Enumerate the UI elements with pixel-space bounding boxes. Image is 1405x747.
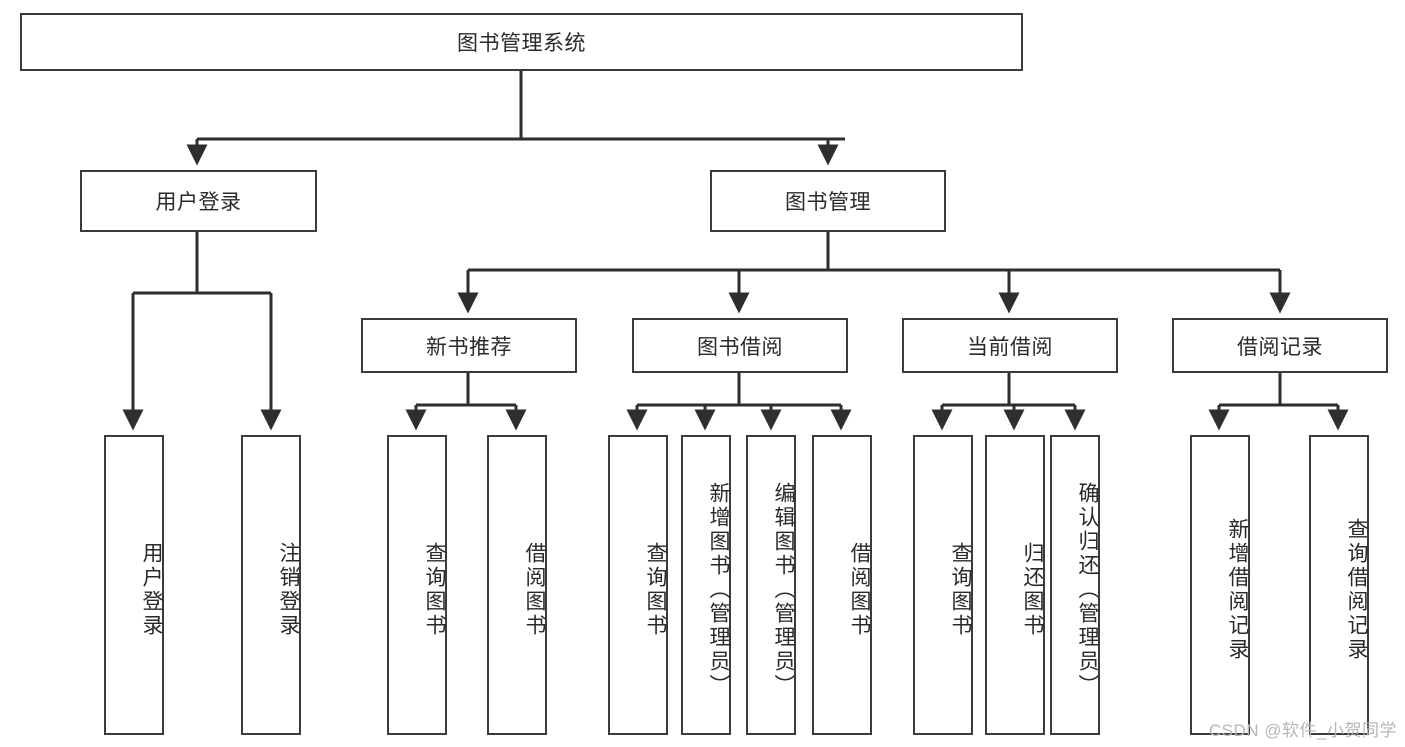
node-leaf-query-book-borrow-label: 查询图书 (644, 542, 667, 638)
node-leaf-borrow-book-label: 借阅图书 (848, 542, 871, 638)
node-leaf-user-logout-label: 注销登录 (277, 542, 300, 638)
node-leaf-query-book-recommend[interactable]: 查询图书 (387, 435, 447, 735)
node-new-book-recommend[interactable]: 新书推荐 (361, 318, 577, 373)
node-leaf-borrow-book[interactable]: 借阅图书 (812, 435, 872, 735)
node-leaf-edit-book-admin-label: 编辑图书（管理员） (772, 482, 795, 698)
node-root[interactable]: 图书管理系统 (20, 13, 1023, 71)
node-leaf-add-book-admin[interactable]: 新增图书（管理员） (681, 435, 731, 735)
node-borrow-record-label: 借阅记录 (1237, 335, 1323, 359)
node-current-borrow-label: 当前借阅 (967, 335, 1053, 359)
node-leaf-borrow-book-recommend-label: 借阅图书 (523, 542, 546, 638)
node-book-management-label: 图书管理 (785, 191, 871, 214)
node-leaf-user-login-label: 用户登录 (140, 542, 163, 638)
node-user-login[interactable]: 用户登录 (80, 170, 317, 232)
node-leaf-query-book-current-label: 查询图书 (949, 542, 972, 638)
node-leaf-borrow-book-recommend[interactable]: 借阅图书 (487, 435, 547, 735)
node-leaf-return-book[interactable]: 归还图书 (985, 435, 1045, 735)
node-current-borrow[interactable]: 当前借阅 (902, 318, 1118, 373)
node-leaf-query-borrow-record-label: 查询借阅记录 (1345, 518, 1368, 662)
node-leaf-edit-book-admin[interactable]: 编辑图书（管理员） (746, 435, 796, 735)
node-leaf-user-logout[interactable]: 注销登录 (241, 435, 301, 735)
node-book-borrow-label: 图书借阅 (697, 335, 783, 359)
node-leaf-query-book-current[interactable]: 查询图书 (913, 435, 973, 735)
node-leaf-query-borrow-record[interactable]: 查询借阅记录 (1309, 435, 1369, 735)
node-leaf-query-book-borrow[interactable]: 查询图书 (608, 435, 668, 735)
node-leaf-query-book-recommend-label: 查询图书 (423, 542, 446, 638)
node-book-borrow[interactable]: 图书借阅 (632, 318, 848, 373)
watermark-text: CSDN @软件_小贺同学 (1208, 721, 1397, 740)
node-leaf-return-book-label: 归还图书 (1021, 542, 1044, 638)
node-leaf-add-borrow-record-label: 新增借阅记录 (1226, 518, 1249, 662)
node-leaf-confirm-return-admin-label: 确认归还（管理员） (1076, 482, 1099, 698)
node-root-label: 图书管理系统 (457, 32, 586, 55)
node-user-login-label: 用户登录 (155, 191, 242, 214)
node-leaf-confirm-return-admin[interactable]: 确认归还（管理员） (1050, 435, 1100, 735)
node-new-book-recommend-label: 新书推荐 (426, 335, 512, 359)
node-leaf-user-login[interactable]: 用户登录 (104, 435, 164, 735)
node-leaf-add-book-admin-label: 新增图书（管理员） (707, 482, 730, 698)
node-leaf-add-borrow-record[interactable]: 新增借阅记录 (1190, 435, 1250, 735)
node-book-management[interactable]: 图书管理 (710, 170, 946, 232)
node-borrow-record[interactable]: 借阅记录 (1172, 318, 1388, 373)
